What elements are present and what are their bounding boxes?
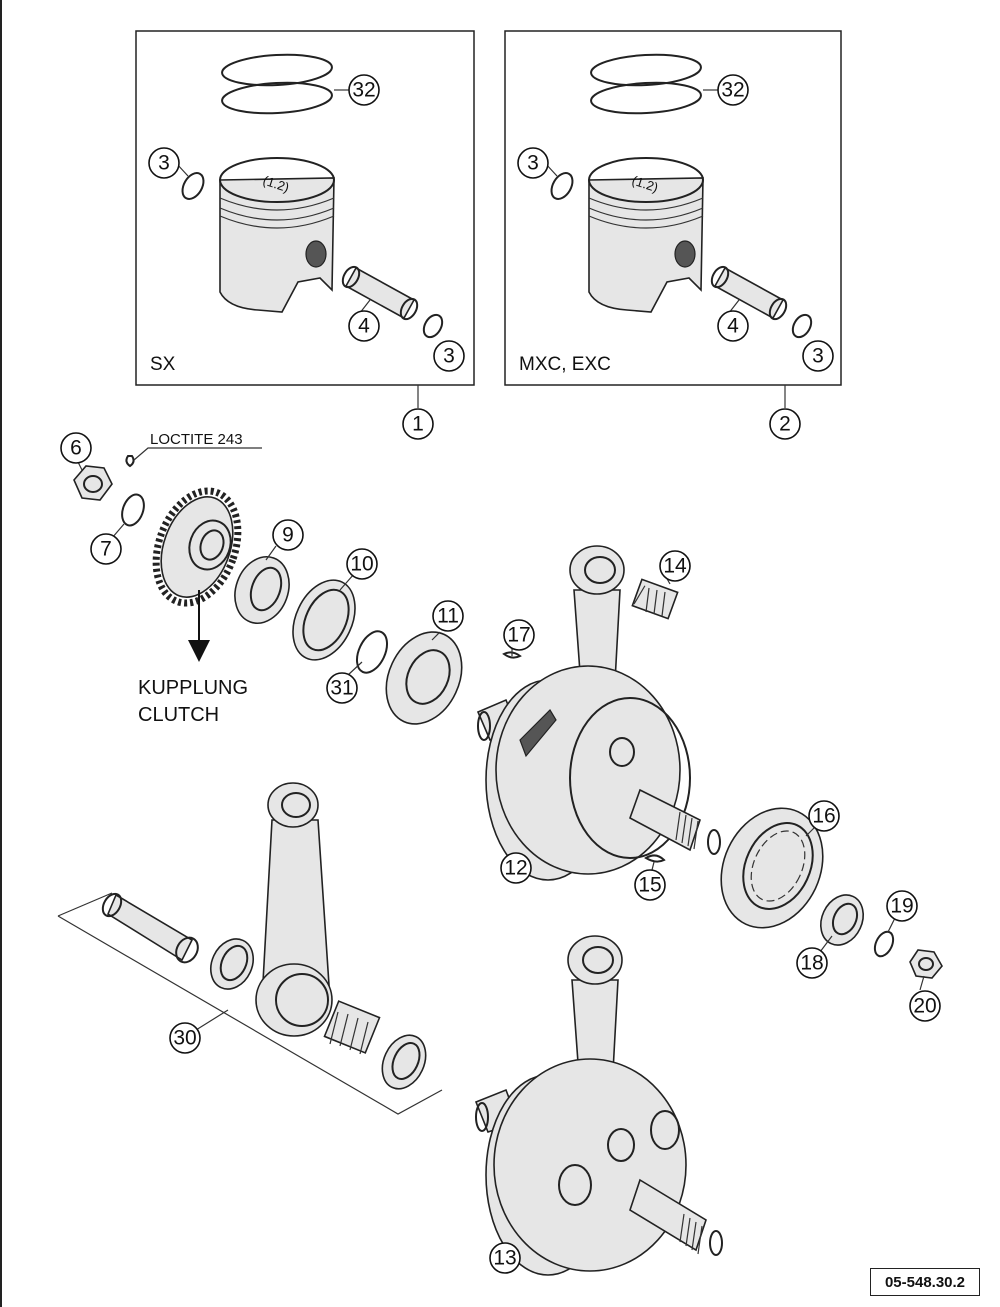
crankshaft-13 [474, 935, 723, 1276]
needle-bearing-14 [631, 578, 679, 620]
svg-text:30: 30 [173, 1027, 196, 1050]
callout-30: 30 [169, 1022, 201, 1054]
callout-4-sx: 4 [348, 310, 380, 342]
callout-4-mxc: 4 [717, 310, 749, 342]
svg-text:4: 4 [358, 315, 370, 338]
variant-label-mxc-exc: MXC, EXC [519, 354, 611, 375]
svg-text:3: 3 [158, 152, 170, 175]
piston-pin-clip-left-mxc-exc [550, 172, 574, 200]
svg-text:3: 3 [527, 152, 539, 175]
callout-12: 12 [500, 852, 532, 884]
piston-rings-sx [221, 53, 333, 115]
svg-text:3: 3 [812, 345, 824, 368]
piston-kit-box-mxc-exc: (1.2) MXC, EXC [504, 30, 842, 386]
piston-pin-sx [341, 265, 419, 321]
piston-pin-clip-right-sx [422, 313, 444, 339]
primary-gear [152, 487, 242, 607]
callout-17: 17 [503, 619, 535, 651]
nut-20 [909, 949, 943, 979]
woodruff-key-17 [502, 651, 522, 659]
callout-20: 20 [909, 990, 941, 1022]
svg-text:14: 14 [663, 555, 687, 578]
piston-rings-mxc-exc [590, 53, 702, 115]
woodruff-key-15 [644, 854, 666, 863]
svg-text:19: 19 [890, 895, 913, 918]
svg-text:1: 1 [412, 413, 424, 436]
svg-text:11: 11 [437, 605, 459, 628]
callout-15: 15 [634, 869, 666, 901]
piston-pin-mxc-exc [710, 265, 788, 321]
spacer-ring-9 [234, 556, 290, 624]
svg-text:2: 2 [779, 413, 791, 436]
piston-mxc-exc: (1.2) [588, 157, 704, 313]
callout-18: 18 [796, 947, 828, 979]
diagram-reference-code: 05-548.30.2 [870, 1268, 980, 1296]
piston-pin-clip-left-sx [181, 172, 205, 200]
callout-14: 14 [659, 550, 691, 582]
main-bearing-11 [385, 631, 463, 725]
callout-19: 19 [886, 890, 918, 922]
svg-text:12: 12 [504, 857, 527, 880]
variant-label-sx: SX [150, 354, 176, 375]
conrod-kit-30 [57, 782, 443, 1115]
callout-32-mxc-exc: 32 [717, 74, 749, 106]
callout-6: 6 [60, 432, 92, 464]
svg-text:32: 32 [352, 79, 375, 102]
piston-kit-box-sx: (1.2) SX [135, 30, 475, 386]
callout-16: 16 [808, 800, 840, 832]
svg-text:16: 16 [812, 805, 835, 828]
callout-10: 10 [346, 548, 378, 580]
piston-sx: (1.2) [219, 157, 335, 313]
callout-9: 9 [272, 519, 304, 551]
callout-2: 2 [769, 408, 801, 440]
shaft-seal-18 [820, 894, 864, 946]
callout-13: 13 [489, 1242, 521, 1274]
clutch-arrow [188, 590, 210, 662]
callout-7: 7 [90, 533, 122, 565]
callout-31: 31 [326, 672, 358, 704]
piston-pin-clip-right-mxc-exc [791, 313, 813, 339]
svg-text:7: 7 [100, 538, 112, 561]
callout-32-sx: 32 [348, 74, 380, 106]
callout-3-sx-right: 3 [433, 340, 465, 372]
svg-text:31: 31 [330, 677, 353, 700]
washer-19 [873, 930, 895, 958]
callout-11: 11 [432, 600, 464, 632]
crankshaft-assembly-12 [476, 545, 721, 881]
o-ring-31 [355, 630, 389, 674]
svg-text:9: 9 [282, 524, 294, 547]
callout-3-mxc-right: 3 [802, 340, 834, 372]
svg-text:15: 15 [638, 874, 661, 897]
callout-1: 1 [402, 408, 434, 440]
svg-text:6: 6 [70, 437, 82, 460]
loctite-note: LOCTITE 243 [150, 431, 243, 448]
svg-text:20: 20 [913, 995, 936, 1018]
lock-washer-7 [121, 493, 145, 527]
svg-text:17: 17 [507, 624, 530, 647]
main-bearing-16 [720, 807, 824, 929]
svg-text:3: 3 [443, 345, 455, 368]
clutch-label-de: KUPPLUNG [138, 677, 248, 699]
loctite-leader [133, 447, 262, 461]
svg-text:10: 10 [350, 553, 373, 576]
shaft-seal-10 [292, 579, 356, 661]
svg-text:13: 13 [493, 1247, 516, 1270]
callout-3-mxc-left: 3 [517, 147, 549, 179]
svg-text:4: 4 [727, 315, 739, 338]
callout-3-sx-left: 3 [148, 147, 180, 179]
svg-text:18: 18 [800, 952, 823, 975]
clutch-label-en: CLUTCH [138, 704, 219, 726]
nut-6 [73, 465, 113, 501]
svg-text:32: 32 [721, 79, 744, 102]
loctite-drop [125, 455, 135, 468]
